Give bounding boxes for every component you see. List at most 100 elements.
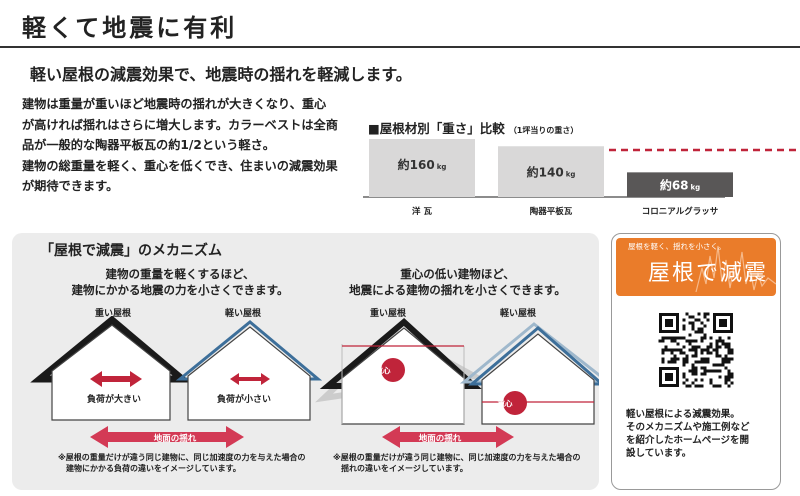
qr-module	[727, 384, 731, 388]
qr-module	[676, 342, 680, 346]
qr-module	[721, 363, 725, 367]
qr-module	[685, 378, 689, 382]
qr-module	[712, 348, 716, 352]
qr-module	[697, 318, 701, 322]
qr-module	[676, 348, 680, 352]
qr-module	[706, 357, 710, 361]
qr-module	[700, 348, 704, 352]
qr-module	[703, 357, 707, 361]
qr-module	[718, 336, 722, 340]
qr-module	[694, 345, 698, 349]
page-title: 軽くて地震に有利	[22, 14, 238, 42]
center-of-gravity-markers	[342, 345, 594, 415]
mechanism-illustration	[30, 316, 599, 448]
bar-2	[627, 172, 733, 197]
qr-module	[706, 318, 710, 322]
qr-module	[697, 345, 701, 349]
qr-module	[661, 357, 665, 361]
qr-module	[700, 321, 704, 325]
qr-module	[670, 336, 674, 340]
qr-module	[685, 312, 689, 316]
qr-module	[694, 330, 698, 334]
qr-module	[688, 342, 692, 346]
right-caption: 重心の低い建物ほど、 地震による建物の揺れを小さくできます。	[330, 266, 585, 298]
qr-module	[667, 348, 671, 352]
intro-line: 建物の総重量を軽く、重心を低くでき、住まいの減震効果	[22, 158, 338, 173]
qr-module	[676, 336, 680, 340]
right-light-roof-label: 軽い屋根	[499, 309, 536, 319]
qr-module	[682, 375, 686, 379]
qr-module	[724, 381, 728, 385]
qr-module	[700, 327, 704, 331]
qr-module	[697, 360, 701, 364]
qr-module	[679, 351, 683, 355]
qr-module	[724, 357, 728, 361]
qr-module	[724, 378, 728, 382]
mechanism-title: 「屋根で減震」のメカニズム	[40, 243, 222, 259]
left-ground-label: 地面の揺れ	[153, 434, 197, 444]
right-caption-line: 地震による建物の揺れを小さくできます。	[349, 283, 566, 297]
qr-module	[709, 378, 713, 382]
qr-module	[718, 384, 722, 388]
qr-module	[706, 345, 710, 349]
qr-module	[700, 357, 704, 361]
qr-module	[682, 345, 686, 349]
qr-module	[664, 336, 668, 340]
qr-module	[718, 345, 722, 349]
left-heavy-load-label: 負荷が大きい	[86, 395, 141, 405]
side-text-line: 設しています。	[626, 448, 692, 459]
qr-module	[670, 357, 674, 361]
qr-module	[703, 360, 707, 364]
left-heavy-roof-label: 重い屋根	[94, 309, 131, 319]
right-ground-label: 地面の揺れ	[418, 434, 462, 444]
qr-module	[694, 384, 698, 388]
qr-code[interactable]	[657, 311, 735, 389]
qr-module	[727, 336, 731, 340]
page-subtitle: 軽い屋根の減震効果で、地震時の揺れを軽減します。	[30, 65, 412, 84]
intro-line: 品が一般的な陶器平板瓦の約1/2という軽さ。	[22, 138, 275, 152]
heavy-center-label: 重心	[375, 366, 391, 375]
qr-module	[670, 339, 674, 343]
qr-module	[661, 339, 665, 343]
qr-module	[691, 345, 695, 349]
right-ground-arrow	[382, 426, 514, 448]
category-label-1: 陶器平板瓦	[530, 206, 573, 217]
qr-module	[673, 339, 677, 343]
qr-module	[715, 345, 719, 349]
qr-module	[730, 351, 734, 355]
qr-module	[697, 330, 701, 334]
intro-line: が期待できます。	[22, 179, 119, 193]
qr-module	[661, 348, 665, 352]
left-note: ※屋根の重量だけが違う同じ建物に、同じ加速度の力を与えた場合の 建物にかかる負荷…	[58, 452, 306, 474]
qr-module	[679, 336, 683, 340]
qr-module	[682, 357, 686, 361]
website-banner[interactable]	[616, 238, 776, 296]
qr-module	[679, 348, 683, 352]
qr-module	[703, 348, 707, 352]
qr-module	[685, 360, 689, 364]
left-ground-arrow	[90, 426, 244, 448]
right-caption-line: 重心の低い建物ほど、	[400, 267, 515, 281]
qr-module	[706, 351, 710, 355]
left-light-load-label: 負荷が小さい	[216, 395, 271, 405]
qr-module	[718, 363, 722, 367]
qr-module	[715, 363, 719, 367]
qr-module	[709, 345, 713, 349]
left-heavy-house	[30, 316, 192, 421]
qr-module	[703, 312, 707, 316]
intro-line: が高ければ揺れはさらに増大します。カラーベストは全商	[22, 117, 338, 132]
qr-module	[691, 369, 695, 373]
qr-module	[712, 384, 716, 388]
qr-module	[694, 366, 698, 370]
right-light-house	[459, 322, 599, 425]
qr-module	[682, 363, 686, 367]
qr-module	[700, 384, 704, 388]
qr-module	[664, 345, 668, 349]
intro-line: 建物は重量が重いほど地震時の揺れが大きくなり、重心	[22, 97, 327, 111]
qr-module	[715, 339, 719, 343]
qr-module	[730, 348, 734, 352]
qr-module	[730, 357, 734, 361]
qr-module	[724, 354, 728, 358]
